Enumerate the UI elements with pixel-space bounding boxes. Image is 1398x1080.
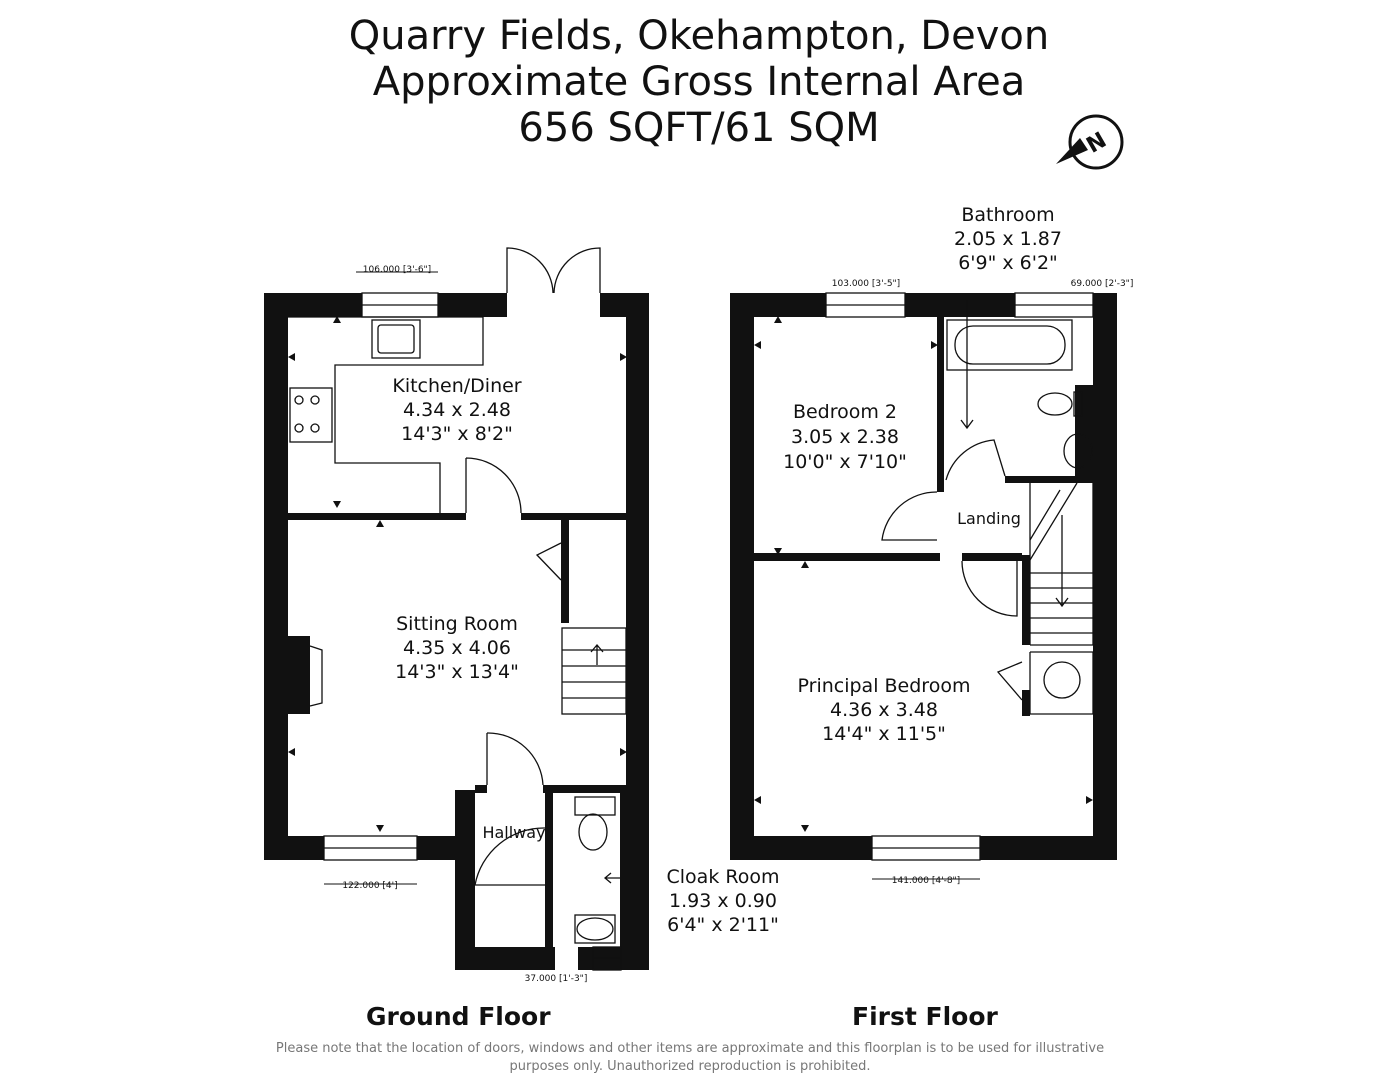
kitchen-metric: 4.34 x 2.48 [403, 399, 511, 421]
sitting-name: Sitting Room [396, 613, 518, 635]
kitchen-imperial: 14'3" x 8'2" [401, 423, 513, 445]
kitchen-window-dim: 106.000 [3'-6"] [363, 265, 431, 275]
bedroom2-name: Bedroom 2 [793, 401, 897, 423]
disclaimer-text: Please note that the location of doors, … [275, 1041, 1105, 1074]
dimension-ticks [288, 316, 1093, 832]
first-floor-label: First Floor [852, 1002, 998, 1031]
sitting-imperial: 14'3" x 13'4" [395, 661, 519, 683]
plan-title-location: Quarry Fields, Okehampton, Devon [348, 13, 1050, 59]
landing-name: Landing [957, 509, 1021, 528]
sitting-window-dim: 122.000 [4'] [342, 881, 397, 891]
bedroom2-window-dim: 103.000 [3'-5"] [832, 279, 900, 289]
compass-letter: N [1083, 128, 1111, 159]
bathroom-name: Bathroom [961, 204, 1054, 226]
window-dimension-labels: 106.000 [3'-6"] 122.000 [4'] 37.000 [1'-… [324, 265, 1133, 984]
cloak-window-dim: 37.000 [1'-3"] [525, 974, 588, 984]
sitting-metric: 4.35 x 4.06 [403, 637, 511, 659]
ground-floor-fixtures [288, 247, 627, 971]
kitchen-name: Kitchen/Diner [392, 375, 521, 397]
principal-metric: 4.36 x 3.48 [830, 699, 938, 721]
principal-imperial: 14'4" x 11'5" [822, 723, 946, 745]
bedroom2-metric: 3.05 x 2.38 [791, 426, 899, 448]
ground-floor-label: Ground Floor [366, 1002, 551, 1031]
cloak-metric: 1.93 x 0.90 [669, 890, 777, 912]
ground-floor-walls [264, 293, 649, 970]
compass: N [1056, 114, 1124, 170]
cloak-name: Cloak Room [667, 866, 780, 888]
north-arrow-icon [1056, 138, 1088, 164]
room-labels: Kitchen/Diner 4.34 x 2.48 14'3" x 8'2" S… [392, 204, 1062, 936]
bathroom-metric: 2.05 x 1.87 [954, 228, 1062, 250]
hallway-name: Hallway [482, 823, 545, 842]
bedroom2-imperial: 10'0" x 7'10" [783, 451, 907, 473]
cloak-imperial: 6'4" x 2'11" [667, 914, 779, 936]
compass-ring [1068, 114, 1124, 170]
plan-title-area-label: Approximate Gross Internal Area [372, 59, 1026, 105]
bathroom-imperial: 6'9" x 6'2" [958, 252, 1058, 274]
first-floor-walls [730, 293, 1117, 860]
plan-title-area-value: 656 SQFT/61 SQM [518, 105, 880, 151]
principal-name: Principal Bedroom [798, 675, 971, 697]
principal-window-dim: 141.000 [4'-8"] [892, 876, 960, 886]
first-floor-fixtures [825, 292, 1094, 861]
bathroom-window-dim: 69.000 [2'-3"] [1071, 279, 1134, 289]
